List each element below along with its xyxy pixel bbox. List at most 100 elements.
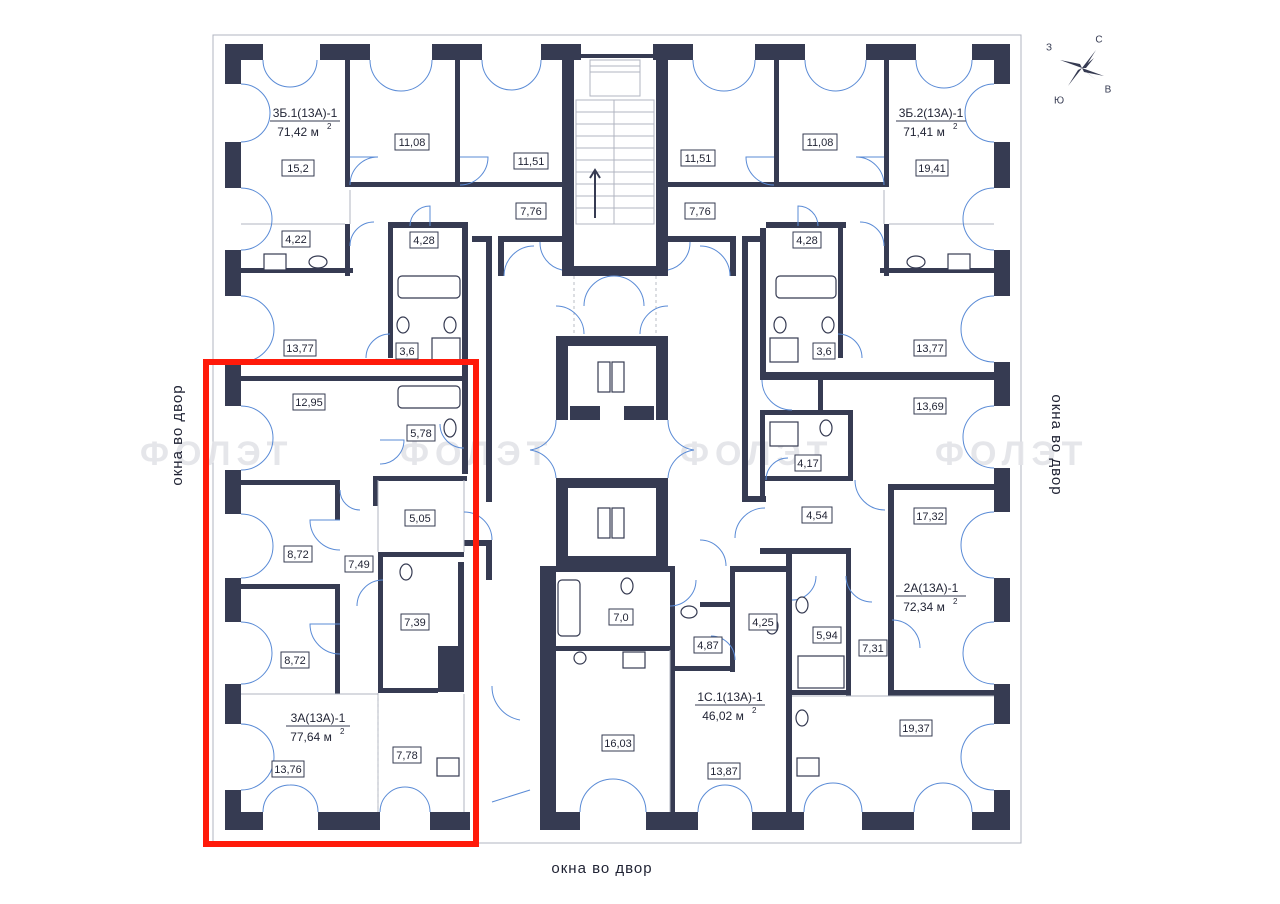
svg-text:13,77: 13,77 xyxy=(286,343,314,355)
svg-text:11,51: 11,51 xyxy=(685,153,712,165)
svg-text:В: В xyxy=(1105,85,1112,96)
svg-text:Ю: Ю xyxy=(1054,96,1064,107)
room-area-label: 3,6 xyxy=(395,342,419,360)
svg-text:7,49: 7,49 xyxy=(348,559,369,571)
svg-text:2: 2 xyxy=(953,597,958,606)
apartment-label: 2А(13А)-1 72,34 м 2 xyxy=(896,581,966,614)
room-area-label: 11,08 xyxy=(394,133,430,151)
svg-text:4,87: 4,87 xyxy=(697,640,718,652)
svg-text:7,76: 7,76 xyxy=(689,206,710,218)
room-area-label: 7,0 xyxy=(608,608,634,626)
svg-text:ФОЛЭТ: ФОЛЭТ xyxy=(935,435,1088,473)
svg-text:ФОЛЭТ: ФОЛЭТ xyxy=(140,435,293,473)
svg-text:3Б.1(13А)-1: 3Б.1(13А)-1 xyxy=(273,106,338,120)
svg-text:З: З xyxy=(1046,43,1052,54)
window-label-bottom: окна во двор xyxy=(551,860,652,877)
svg-text:5,05: 5,05 xyxy=(409,513,430,525)
room-area-label: 13,77 xyxy=(913,339,947,357)
room-area-label: 11,08 xyxy=(802,133,838,151)
room-area-label: 3,6 xyxy=(812,342,836,360)
room-area-label: 7,76 xyxy=(515,202,547,220)
svg-text:17,32: 17,32 xyxy=(916,511,944,523)
room-area-label: 8,72 xyxy=(280,651,310,669)
svg-text:2: 2 xyxy=(340,727,345,736)
svg-text:71,41 м: 71,41 м xyxy=(903,125,945,139)
svg-text:3,6: 3,6 xyxy=(816,346,831,358)
svg-text:13,77: 13,77 xyxy=(916,343,944,355)
room-area-label: 15,2 xyxy=(281,159,315,177)
svg-text:13,87: 13,87 xyxy=(710,766,738,778)
room-area-label: 11,51 xyxy=(513,152,549,170)
svg-text:4,25: 4,25 xyxy=(752,617,773,629)
svg-text:11,51: 11,51 xyxy=(518,156,545,168)
room-area-label: 19,41 xyxy=(915,159,949,177)
svg-text:2: 2 xyxy=(752,706,757,715)
room-area-label: 16,03 xyxy=(601,734,635,752)
room-area-label: 4,87 xyxy=(693,636,723,654)
room-area-label: 13,69 xyxy=(913,397,947,415)
room-area-label: 17,32 xyxy=(913,507,947,525)
svg-text:72,34 м: 72,34 м xyxy=(903,600,945,614)
svg-text:4,28: 4,28 xyxy=(796,235,817,247)
apartment-label: 3А(13А)-1 77,64 м 2 xyxy=(286,711,350,744)
svg-text:13,69: 13,69 xyxy=(916,401,944,413)
svg-text:2: 2 xyxy=(953,122,958,131)
svg-text:46,02 м: 46,02 м xyxy=(702,709,744,723)
apartment-label: 1С.1(13А)-1 46,02 м 2 xyxy=(695,690,765,723)
room-area-label: 4,28 xyxy=(792,231,822,249)
elevator-icon xyxy=(597,361,625,539)
building-outline xyxy=(212,34,1022,844)
svg-text:13,76: 13,76 xyxy=(274,764,302,776)
fixtures xyxy=(263,253,971,777)
svg-text:71,42 м: 71,42 м xyxy=(277,125,319,139)
svg-text:15,2: 15,2 xyxy=(287,163,308,175)
room-area-label: 7,31 xyxy=(858,639,888,657)
room-area-label: 4,22 xyxy=(281,230,311,248)
svg-text:7,78: 7,78 xyxy=(396,750,417,762)
svg-text:3Б.2(13А)-1: 3Б.2(13А)-1 xyxy=(899,106,964,120)
window-label-right: окна во двор xyxy=(1048,394,1065,495)
stairs xyxy=(575,59,655,225)
svg-text:77,64 м: 77,64 м xyxy=(290,730,332,744)
room-area-label: 19,37 xyxy=(899,719,933,737)
svg-text:2А(13А)-1: 2А(13А)-1 xyxy=(904,581,959,595)
svg-text:19,37: 19,37 xyxy=(902,723,930,735)
windows xyxy=(240,59,995,813)
room-area-label: 7,76 xyxy=(684,202,716,220)
svg-text:7,39: 7,39 xyxy=(404,617,425,629)
room-area-label: 7,39 xyxy=(400,613,430,631)
svg-text:3,6: 3,6 xyxy=(399,346,414,358)
svg-text:5,94: 5,94 xyxy=(816,630,837,642)
svg-text:7,31: 7,31 xyxy=(862,643,883,655)
room-area-label: 13,77 xyxy=(283,339,317,357)
room-area-label: 5,05 xyxy=(404,509,436,527)
svg-text:2: 2 xyxy=(327,122,332,131)
room-area-label: 7,78 xyxy=(392,746,422,764)
svg-text:4,54: 4,54 xyxy=(806,510,827,522)
svg-text:3А(13А)-1: 3А(13А)-1 xyxy=(291,711,346,725)
svg-text:11,08: 11,08 xyxy=(399,137,426,149)
svg-text:1С.1(13А)-1: 1С.1(13А)-1 xyxy=(697,690,763,704)
svg-text:8,72: 8,72 xyxy=(287,549,308,561)
room-area-label: 4,28 xyxy=(409,231,439,249)
svg-text:12,95: 12,95 xyxy=(295,397,323,409)
room-area-label: 5,78 xyxy=(406,424,436,442)
watermark: ФОЛЭТ ФОЛЭТ ФОЛЭТ ФОЛЭТ xyxy=(140,435,1088,473)
partitions xyxy=(241,190,994,812)
apartment-label: 3Б.2(13А)-1 71,41 м 2 xyxy=(896,106,966,139)
room-area-label: 4,25 xyxy=(748,613,778,631)
svg-text:11,08: 11,08 xyxy=(807,137,834,149)
svg-text:4,28: 4,28 xyxy=(413,235,434,247)
room-area-label: 11,51 xyxy=(680,149,716,167)
svg-text:7,0: 7,0 xyxy=(613,612,628,624)
room-area-label: 4,54 xyxy=(801,506,833,524)
window-label-left: окна во двор xyxy=(169,384,186,485)
room-areas: 15,2 11,08 11,51 11,51 11,08 19,41 4,22 7,76 7,7… xyxy=(271,133,949,780)
svg-text:19,41: 19,41 xyxy=(918,163,946,175)
doors xyxy=(309,156,921,803)
svg-text:8,72: 8,72 xyxy=(284,655,305,667)
svg-text:7,76: 7,76 xyxy=(520,206,541,218)
room-area-label: 13,87 xyxy=(707,762,741,780)
room-area-label: 5,94 xyxy=(812,626,842,644)
